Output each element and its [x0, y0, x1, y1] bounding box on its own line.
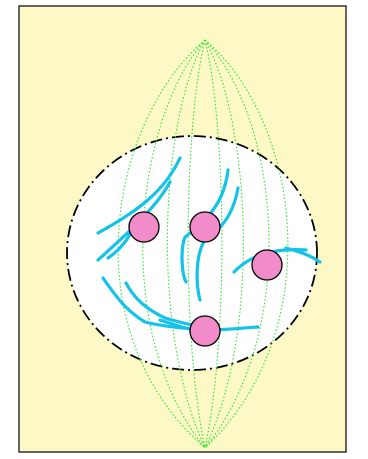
kinetochore-circle — [190, 316, 220, 346]
kinetochore-circle — [129, 212, 159, 242]
kinetochore-circle — [190, 212, 220, 242]
kinetochore-circle — [252, 250, 282, 280]
